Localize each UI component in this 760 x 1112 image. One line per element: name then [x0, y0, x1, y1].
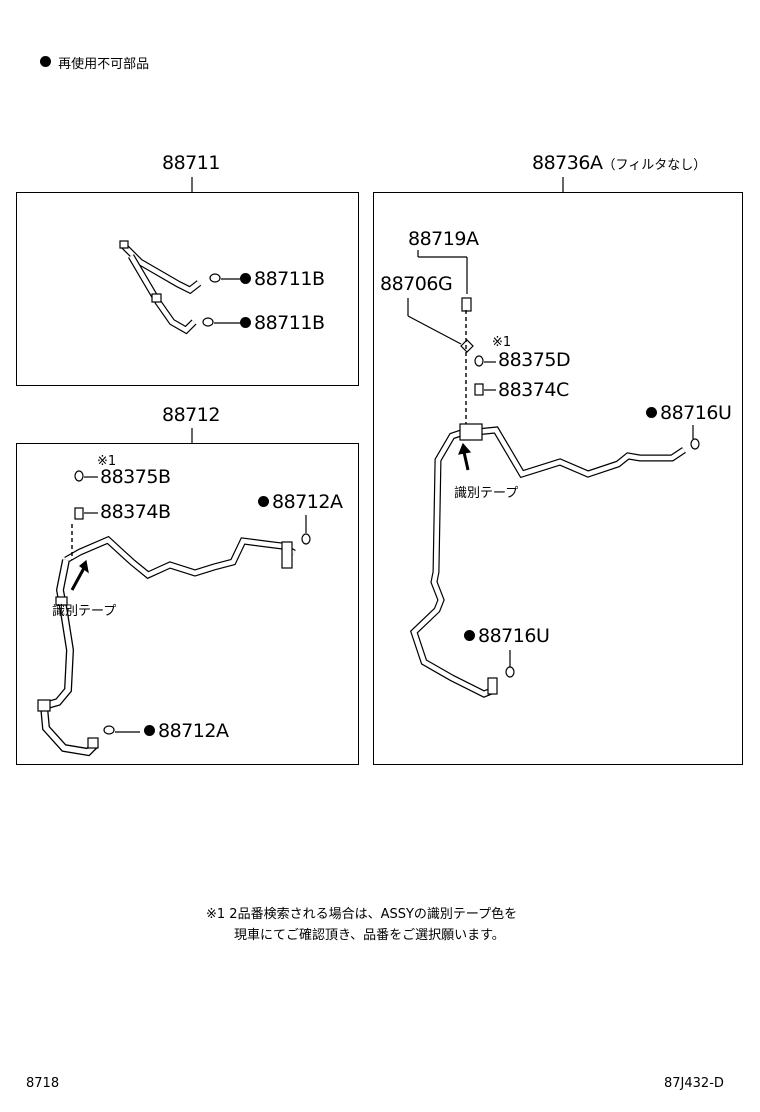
part-label: 88712A [158, 720, 229, 742]
legend: 再使用不可部品 [40, 56, 149, 71]
legend-text: 再使用不可部品 [58, 57, 150, 72]
group-88711-box [16, 192, 359, 386]
part-88375b[interactable]: 88375B [100, 466, 171, 488]
group-88712-box [16, 443, 359, 765]
part-label: 88716U [478, 625, 550, 647]
footer-right-code: 87J432-D [664, 1076, 724, 1091]
part-88374c[interactable]: 88374C [498, 379, 569, 401]
part-label: 88712A [272, 491, 343, 513]
part-88374b[interactable]: 88374B [100, 501, 171, 523]
tape-label-88736a: 識別テープ [454, 486, 519, 501]
group-88736a-header: 88736A（フィルタなし） [532, 154, 706, 173]
part-88711b-2[interactable]: 88711B [240, 312, 325, 334]
tape-label-88712: 識別テープ [52, 604, 117, 619]
part-label: 88716U [660, 402, 732, 424]
group-88736a-note: （フィルタなし） [602, 158, 707, 173]
footnote-line-1: ※1 2品番検索される場合は、ASSYの識別テープ色を [206, 907, 518, 922]
pipe-88712 [37, 535, 296, 757]
note-mark-1-88736a: ※1 [492, 335, 512, 350]
pipe-88711 [119, 240, 202, 335]
reuse-prohibited-dot-icon [464, 630, 475, 641]
part-88375d[interactable]: 88375D [498, 349, 571, 371]
part-88716u-bottom[interactable]: 88716U [464, 625, 550, 647]
reuse-prohibited-dot-icon [258, 496, 269, 507]
footnote-line-2: 現車にてご確認頂き、品番をご選択願います。 [234, 928, 505, 943]
group-88736a-box [373, 192, 743, 765]
reuse-prohibited-dot-icon [240, 273, 251, 284]
pipe-88736a [409, 423, 686, 698]
part-88706g[interactable]: 88706G [380, 273, 453, 295]
group-88711-part-number[interactable]: 88711 [162, 152, 220, 174]
part-88712a-bottom[interactable]: 88712A [144, 720, 229, 742]
reuse-prohibited-dot-icon [646, 407, 657, 418]
note-mark-1-88712: ※1 [97, 454, 117, 469]
group-88712-part-number[interactable]: 88712 [162, 404, 220, 426]
part-88716u-top[interactable]: 88716U [646, 402, 732, 424]
reuse-prohibited-dot-icon [40, 56, 51, 67]
reuse-prohibited-dot-icon [240, 317, 251, 328]
reuse-prohibited-dot-icon [144, 725, 155, 736]
part-88712a-top[interactable]: 88712A [258, 491, 343, 513]
part-88719a[interactable]: 88719A [408, 228, 479, 250]
part-label: 88711B [254, 268, 325, 290]
part-label: 88711B [254, 312, 325, 334]
footer-left-code: 8718 [26, 1076, 60, 1091]
part-88711b-1[interactable]: 88711B [240, 268, 325, 290]
group-88736a-part-number[interactable]: 88736A [532, 152, 603, 174]
